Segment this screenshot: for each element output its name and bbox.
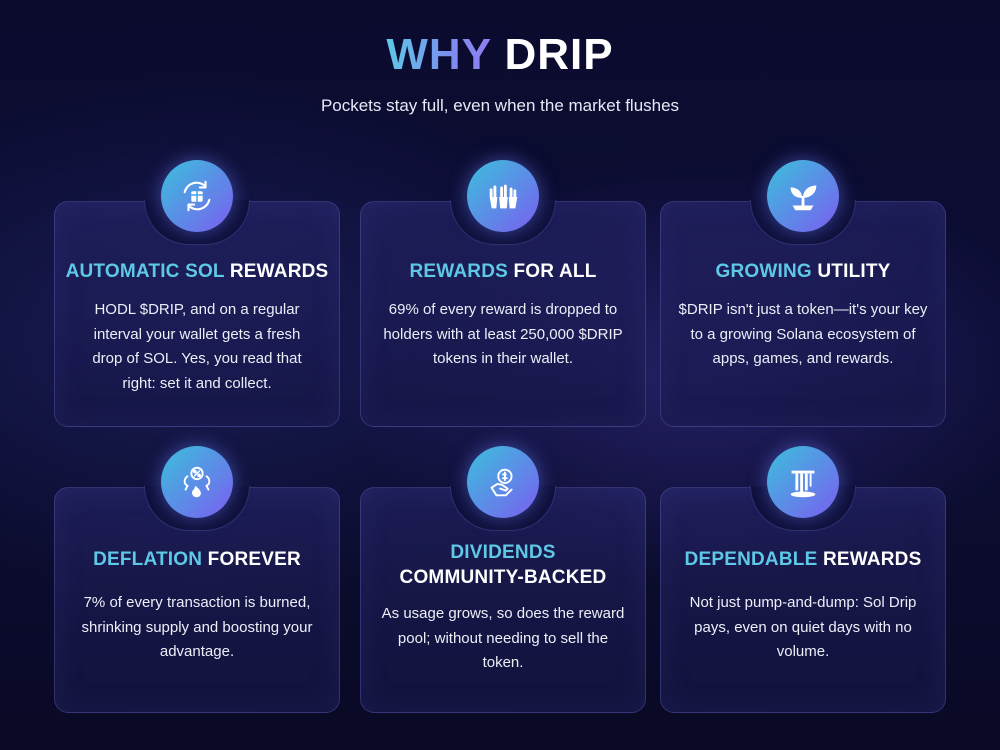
feature-card-dividends-community-backed: DIVIDENDS COMMUNITY-BACKED As usage grows…: [360, 446, 646, 713]
card-title-rest: UTILITY: [817, 261, 891, 282]
sprout-icon: [767, 160, 839, 232]
card-description: 69% of every reward is dropped to holder…: [383, 301, 623, 367]
page-subtitle: Pockets stay full, even when the market …: [320, 96, 680, 115]
card-title: DEFLATION FOREVER: [55, 548, 339, 572]
card-title-rest: COMMUNITY-BACKED: [399, 567, 607, 588]
feature-card-growing-utility: GROWING UTILITY $DRIP isn't just a token…: [660, 160, 946, 427]
card-description: $DRIP isn't just a token—it's your key t…: [678, 301, 928, 367]
page-title: WHY DRIP: [0, 30, 1000, 80]
feature-card-dependable-rewards: DEPENDABLE REWARDS Not just pump-and-dum…: [660, 446, 946, 713]
card-title-highlight: GROWING: [715, 261, 812, 282]
card-description: 7% of every transaction is burned, shrin…: [81, 594, 313, 660]
burn-percent-icon: [161, 446, 233, 518]
card-title-highlight: DIVIDENDS: [450, 542, 556, 563]
card-title: GROWING UTILITY: [661, 260, 945, 284]
card-title-highlight: DEFLATION: [93, 549, 203, 570]
card-title-highlight: REWARDS: [409, 261, 508, 282]
card-title-rest: FOREVER: [207, 549, 301, 570]
card-title-rest: FOR ALL: [513, 261, 597, 282]
feature-card-deflation-forever: DEFLATION FOREVER 7% of every transactio…: [54, 446, 340, 713]
card-description: As usage grows, so does the reward pool;…: [381, 605, 625, 671]
title-accent: WHY: [386, 30, 492, 79]
title-rest: DRIP: [504, 30, 614, 79]
feature-card-rewards-for-all: REWARDS FOR ALL 69% of every reward is d…: [360, 160, 646, 427]
feature-card-automatic-sol-rewards: AUTOMATIC SOL REWARDS HODL $DRIP, and on…: [54, 160, 340, 427]
card-title-rest: REWARDS: [822, 549, 922, 570]
raised-hands-icon: [467, 160, 539, 232]
card-title-highlight: AUTOMATIC SOL: [65, 261, 225, 282]
card-description: HODL $DRIP, and on a regular interval yo…: [92, 301, 302, 392]
card-title: DIVIDENDS COMMUNITY-BACKED: [361, 540, 645, 590]
hand-coin-icon: [467, 446, 539, 518]
card-title: REWARDS FOR ALL: [361, 260, 645, 284]
waterfall-icon: [767, 446, 839, 518]
card-title: DEPENDABLE REWARDS: [661, 548, 945, 572]
card-title: AUTOMATIC SOL REWARDS: [55, 260, 339, 284]
card-title-highlight: DEPENDABLE: [684, 549, 818, 570]
card-description: Not just pump-and-dump: Sol Drip pays, e…: [689, 594, 917, 660]
card-title-rest: REWARDS: [229, 261, 329, 282]
recycle-box-icon: [161, 160, 233, 232]
